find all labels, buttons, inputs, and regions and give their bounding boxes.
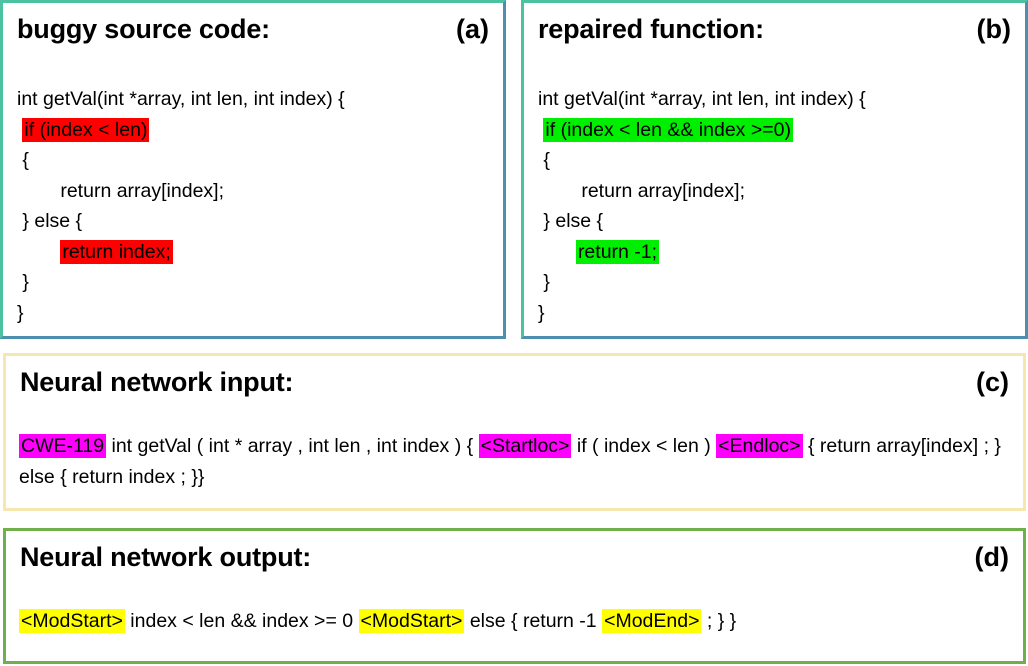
plain-token: int getVal(int *array, int len, int inde… [17,88,345,110]
plain-token: ; } } [701,610,737,632]
plain-token: return array[index]; [538,179,745,202]
panel-a-tag: (a) [456,14,489,44]
panel-c-tag: (c) [976,367,1009,397]
code-line: if (index < len && index >=0) [538,115,1025,146]
plain-token: { return array[index] ; } else { return … [19,435,1007,488]
panel-d-tag: (d) [974,542,1009,572]
panel-buggy-source-code: buggy source code: (a) int getVal(int *a… [0,0,506,339]
panel-b-tag: (b) [976,14,1011,44]
plain-token: else { return -1 [464,610,603,632]
code-line: } [17,267,503,298]
code-line: } else { [17,206,503,237]
panel-d-title: Neural network output: [20,542,312,572]
plain-token: } [538,301,545,324]
panel-c-header: Neural network input: (c) [6,356,1023,409]
panel-c-token-stream: CWE-119 int getVal ( int * array , int l… [6,409,1023,493]
highlighted-token: CWE-119 [19,434,107,458]
code-line: { [17,145,503,176]
code-line: return array[index]; [538,176,1025,207]
code-line: int getVal(int *array, int len, int inde… [17,84,503,115]
plain-token: { [538,149,550,171]
highlighted-token: <Endloc> [716,434,803,458]
code-line: } [538,298,1025,329]
highlighted-token: return index; [60,239,173,264]
highlighted-token: <Startloc> [478,434,572,458]
plain-token: return array[index]; [17,179,224,202]
panel-repaired-function: repaired function: (b) int getVal(int *a… [521,0,1028,339]
highlighted-token: return -1; [575,239,660,264]
highlighted-token: if (index < len) [22,117,150,142]
plain-token: } else { [17,210,83,232]
code-line: } else { [538,206,1025,237]
plain-token: index < len && index >= 0 [124,610,359,632]
highlighted-token: <ModEnd> [602,609,702,633]
panel-b-code: int getVal(int *array, int len, int inde… [524,56,1025,328]
panel-c-title: Neural network input: [20,367,294,397]
plain-token: } [538,271,550,293]
code-line: return -1; [538,237,1025,268]
code-line: if (index < len) [17,115,503,146]
highlighted-token: <ModStart> [19,609,125,633]
panel-a-header: buggy source code: (a) [3,3,503,56]
code-line: { [538,145,1025,176]
panel-b-header: repaired function: (b) [524,3,1025,56]
code-line: int getVal(int *array, int len, int inde… [538,84,1025,115]
highlighted-token: if (index < len && index >=0) [543,117,793,142]
panel-d-header: Neural network output: (d) [6,531,1023,584]
panel-d-token-stream: <ModStart> index < len && index >= 0 <Mo… [6,584,1023,637]
panel-a-title: buggy source code: [17,14,270,44]
highlighted-token: <ModStart> [358,609,465,633]
code-line: return array[index]; [17,176,503,207]
plain-token: if ( index < len ) [571,435,717,457]
code-line: } [538,267,1025,298]
plain-token [538,241,576,263]
plain-token: } [17,271,29,293]
panel-b-title: repaired function: [538,14,764,44]
panel-a-code: int getVal(int *array, int len, int inde… [3,56,503,328]
panel-neural-network-output: Neural network output: (d) <ModStart> in… [3,528,1026,664]
plain-token: } else { [538,210,604,232]
plain-token: int getVal ( int * array , int len , int… [106,435,479,457]
plain-token: } [17,301,24,324]
plain-token: { [17,149,29,171]
panel-neural-network-input: Neural network input: (c) CWE-119 int ge… [3,353,1026,511]
code-line: return index; [17,237,503,268]
code-line: } [17,298,503,329]
plain-token: int getVal(int *array, int len, int inde… [538,88,866,110]
plain-token [17,241,60,263]
